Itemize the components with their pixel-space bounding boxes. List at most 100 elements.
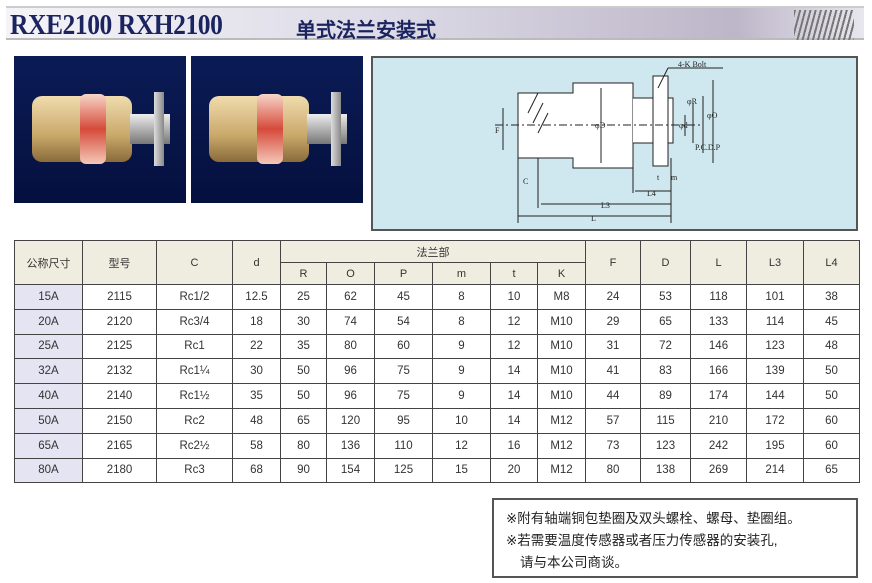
table-cell: 115 [640,407,691,434]
table-cell: 114 [746,308,804,335]
table-cell: 174 [690,383,747,409]
table-cell: 30 [280,308,327,335]
table-cell: 50 [803,358,860,385]
table-cell: Rc1½ [156,383,233,409]
header-model: 型号 [82,240,157,285]
table-cell: 214 [746,457,804,484]
header-f: F [585,240,641,285]
table-cell: M12 [537,457,586,484]
table-cell: M10 [537,333,586,360]
table-cell: 138 [640,457,691,484]
table-cell: 60 [803,432,860,459]
table-cell: 60 [374,333,433,360]
header-D: D [640,240,691,285]
table-cell: 9 [432,333,491,360]
table-cell: 18 [232,308,281,335]
table-cell: 57 [585,407,641,434]
table-cell: 48 [232,407,281,434]
table-cell: 24 [585,284,641,310]
table-cell: 14 [490,407,538,434]
table-cell: 44 [585,383,641,409]
table-cell: 2165 [82,432,157,459]
table-cell: M12 [537,407,586,434]
table-cell: 80A [14,457,83,484]
table-cell: 9 [432,358,491,385]
table-cell: 12.5 [232,284,281,310]
table-cell: 12 [490,333,538,360]
table-cell: 35 [280,333,327,360]
table-cell: 62 [326,284,375,310]
table-cell: 12 [432,432,491,459]
table-cell: 65A [14,432,83,459]
table-cell: 72 [640,333,691,360]
table-cell: 48 [803,333,860,360]
table-cell: 8 [432,308,491,335]
product-photo-rxh [191,56,363,203]
header-d: d [232,240,281,285]
table-cell: Rc1¼ [156,358,233,385]
label-l3: L3 [601,201,610,210]
table-cell: 2140 [82,383,157,409]
title-banner: RXE2100 RXH2100 单式法兰安装式 [6,6,864,42]
label-phiO: φO [707,111,718,120]
table-cell: 20A [14,308,83,335]
label-pcd: P.C.D.P [695,143,721,152]
header-p: P [374,262,433,285]
header-c: C [156,240,233,285]
table-cell: Rc3/4 [156,308,233,335]
table-cell: 14 [490,383,538,409]
table-cell: 50A [14,407,83,434]
table-cell: 22 [232,333,281,360]
label-l4: L4 [647,189,656,198]
table-cell: 242 [690,432,747,459]
table-cell: 15A [14,284,83,310]
table-cell: 95 [374,407,433,434]
table-cell: 25 [280,284,327,310]
table-cell: 20 [490,457,538,484]
header-size: 公称尺寸 [14,240,83,285]
table-cell: 133 [690,308,747,335]
table-cell: 96 [326,383,375,409]
table-cell: 50 [280,358,327,385]
table-cell: 96 [326,358,375,385]
table-cell: 75 [374,383,433,409]
table-cell: 32A [14,358,83,385]
table-cell: 2115 [82,284,157,310]
table-cell: 15 [432,457,491,484]
table-cell: 2150 [82,407,157,434]
table-cell: 139 [746,358,804,385]
table-cell: 60 [803,407,860,434]
table-cell: 166 [690,358,747,385]
note-line: ※附有轴端铜包垫圈及双头螺栓、螺母、垫圈组。 [506,511,801,526]
table-cell: M8 [537,284,586,310]
header-o: O [326,262,375,285]
table-cell: M10 [537,383,586,409]
label-phid: φd [679,121,688,130]
label-phiR: φR [687,97,698,106]
table-cell: M10 [537,358,586,385]
table-cell: 75 [374,358,433,385]
table-cell: M10 [537,308,586,335]
table-cell: 50 [803,383,860,409]
table-cell: 38 [803,284,860,310]
table-cell: Rc3 [156,457,233,484]
table-cell: 25A [14,333,83,360]
table-cell: Rc2 [156,407,233,434]
label-c: C [523,177,528,186]
table-cell: 2120 [82,308,157,335]
header-t: t [490,262,538,285]
header-flange-group: 法兰部 [280,240,586,263]
table-cell: 54 [374,308,433,335]
label-t: t [657,173,660,182]
dimension-diagram: 4-K Bolt F C φD φd φR P.C.D.P φO t m L4 … [371,56,858,231]
model-title: RXE2100 RXH2100 [10,9,223,41]
table-cell: 154 [326,457,375,484]
table-cell: 172 [746,407,804,434]
table-cell: 35 [232,383,281,409]
table-cell: 12 [490,308,538,335]
table-cell: 9 [432,383,491,409]
